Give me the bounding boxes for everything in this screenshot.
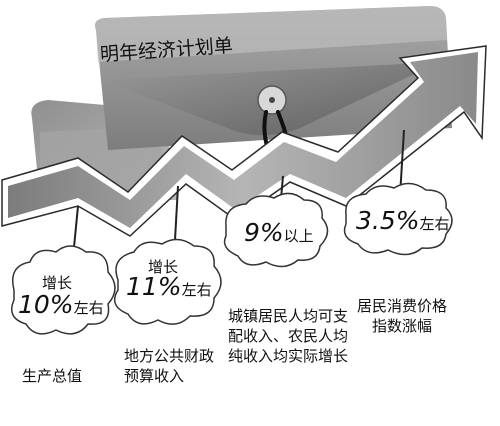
cloud-2	[113, 238, 222, 325]
item-1-suffix: 左右	[73, 299, 104, 317]
item-4-suffix: 左右	[419, 215, 450, 233]
item-4-value-group: 3.5%左右	[356, 206, 450, 235]
growth-arrow	[8, 52, 478, 228]
item-2-value-group: 11%左右	[126, 272, 212, 301]
item-3-value: 9%	[244, 218, 284, 247]
item-1-label: 生产总值	[22, 367, 83, 385]
item-3-value-group: 9%以上	[244, 218, 314, 247]
item-3-label: 城镇居民人均可支配收入、农民人均纯收入均实际增长	[228, 307, 349, 365]
cloud-1	[11, 245, 116, 335]
item-1-prefix: 增长	[42, 274, 73, 292]
item-3-suffix: 以上	[283, 227, 314, 245]
item-4-label: 居民消费价格指数涨幅	[356, 297, 447, 335]
item-2-value: 11%	[126, 272, 182, 301]
item-2-label: 地方公共财政预算收入	[124, 347, 215, 385]
cloud-3	[223, 192, 329, 268]
item-2-suffix: 左右	[181, 281, 212, 299]
item-4-value: 3.5%	[356, 206, 420, 235]
growth-arrow-outline	[1, 45, 487, 237]
item-1-value: 10%	[18, 290, 74, 319]
item-2-prefix: 增长	[148, 258, 179, 276]
item-1-value-group: 10%左右	[18, 290, 104, 319]
main-envelope-top-band	[95, 6, 447, 62]
cloud-4	[343, 182, 453, 256]
